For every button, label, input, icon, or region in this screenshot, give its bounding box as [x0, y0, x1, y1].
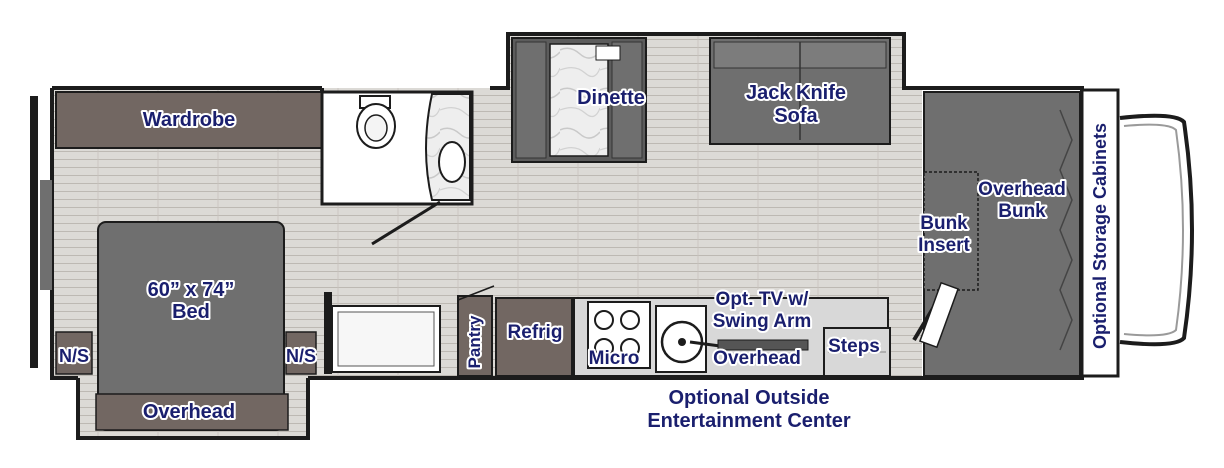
nightstand-left-label: N/S: [59, 346, 89, 366]
rear-overhead-label: Overhead: [143, 401, 235, 423]
sofa-label-line2: Sofa: [774, 105, 818, 127]
tv-swing-arm-icon: [689, 339, 809, 351]
storage-cabinet-doors: [1059, 109, 1073, 351]
shower-wall: [324, 292, 332, 374]
microwave-label: Micro: [589, 348, 640, 369]
storage-cabinets-label: Optional Storage Cabinets: [1090, 123, 1110, 349]
bed-label: Bed: [172, 301, 210, 323]
overhead-bunk-label-line1: Overhead: [978, 179, 1066, 200]
sink-icon: [438, 141, 466, 183]
tv-label-line2: Swing Arm: [713, 311, 812, 332]
refrigerator: [495, 297, 573, 377]
cab-seat-tray: [918, 281, 960, 349]
wardrobe: [55, 91, 323, 149]
nightstand-right-label: N/S: [286, 346, 316, 366]
rear-overhead-cabinet: [95, 393, 289, 431]
nightstand-left: [55, 331, 93, 375]
pantry: [457, 295, 493, 377]
bunk-insert-label-line2: Insert: [918, 235, 970, 256]
bathroom-door-swing: [371, 200, 441, 246]
outside-entertainment-label-line2: Entertainment Center: [647, 410, 851, 432]
cab-windshield-inner: [1123, 123, 1184, 337]
front-wall-right: [1080, 88, 1120, 378]
bunk-insert-label-line1: Bunk: [920, 213, 968, 234]
dinette-table: [549, 43, 609, 157]
cab-windshield: [1119, 113, 1194, 347]
bunk-insert: [923, 171, 979, 291]
rear-window: [40, 180, 52, 290]
nightstand-right: [285, 331, 317, 375]
steps-label: Steps: [828, 336, 880, 357]
pantry-door: [457, 285, 495, 301]
sofa-label-line1: Jack Knife: [746, 82, 846, 104]
dinette: [511, 37, 647, 163]
cooktop-icon: [587, 301, 651, 369]
dinette-label: Dinette: [577, 87, 645, 109]
wardrobe-label: Wardrobe: [143, 109, 236, 131]
outside-entertainment-label-line1: Optional Outside: [668, 387, 829, 409]
rear-wall-left: [30, 96, 38, 368]
tv-label-line1: Opt. TV w/: [716, 289, 810, 310]
pantry-label: Pantry: [465, 315, 484, 368]
toilet-icon: [356, 95, 396, 149]
kitchen-overhead-label: Overhead: [713, 348, 801, 369]
kitchen-sink-icon: [655, 305, 707, 373]
refrigerator-label: Refrig: [508, 322, 563, 343]
bed-size-label: 60” x 74”: [148, 279, 235, 301]
overhead-bunk-label-line2: Bunk: [998, 201, 1046, 222]
jack-knife-sofa: [709, 37, 891, 145]
